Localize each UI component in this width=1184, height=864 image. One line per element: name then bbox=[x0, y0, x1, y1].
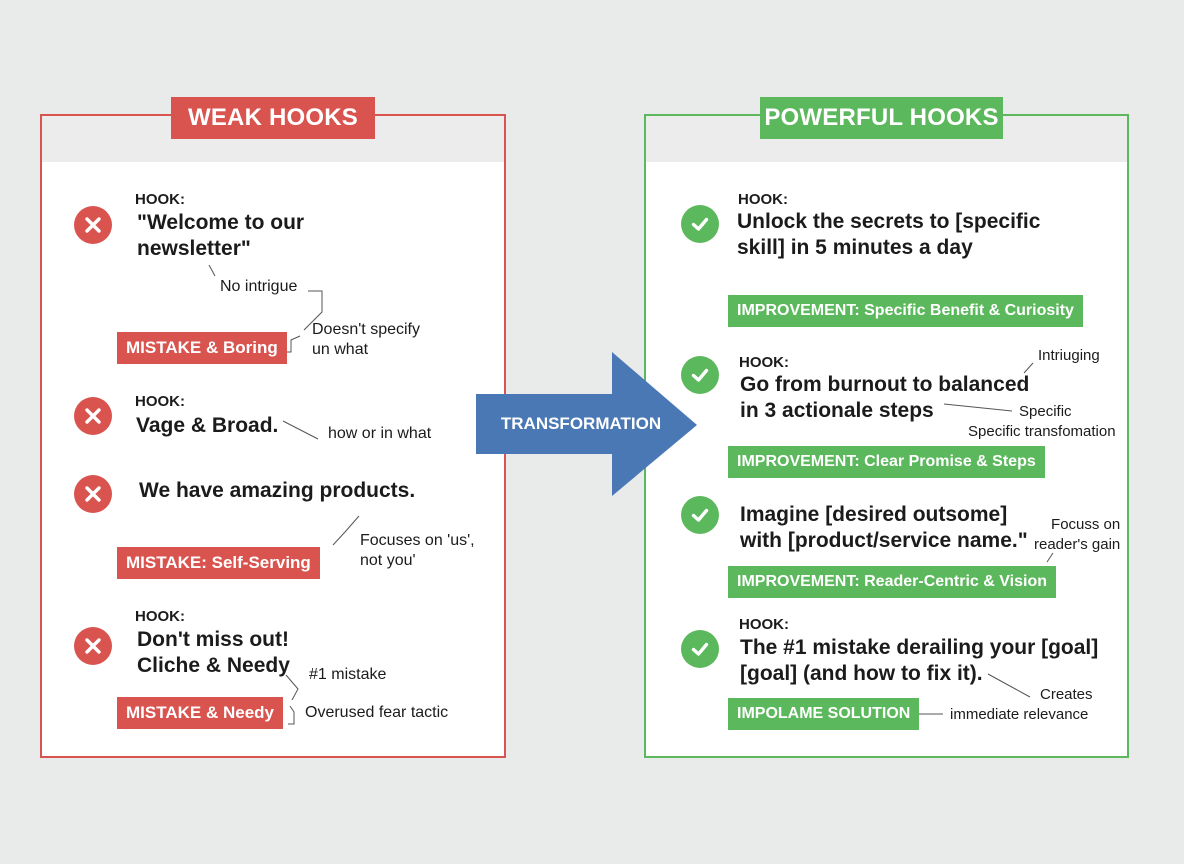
note-doesnt-specify: Doesn't specify un what bbox=[312, 321, 420, 358]
hook-label: HOOK: bbox=[135, 608, 185, 625]
x-circle-icon bbox=[74, 475, 112, 513]
note-intriguing: Intriuging bbox=[1038, 347, 1100, 364]
note-focus-on-gain: Focuss on reader's gain bbox=[1034, 516, 1121, 553]
check-circle-icon bbox=[681, 356, 719, 394]
improvement-badge: IMPROVEMENT: Clear Promise & Steps bbox=[728, 446, 1045, 478]
powerful-hooks-panel bbox=[644, 114, 1129, 758]
x-circle-icon bbox=[74, 627, 112, 665]
powerful-hook-text: Go from burnout to balanced in 3 actiona… bbox=[740, 373, 1030, 422]
powerful-hook-text: Imagine [desired outsome] with [product/… bbox=[740, 503, 1028, 552]
transformation-label: TRANSFORMATION bbox=[500, 414, 662, 433]
powerful-hook-text: Unlock the secrets to [specific skill] i… bbox=[737, 210, 1041, 259]
note-overused-fear: Overused fear tactic bbox=[305, 704, 449, 721]
note-number-one-mistake: #1 mistake bbox=[309, 666, 387, 683]
hook-label: HOOK: bbox=[739, 616, 789, 633]
x-circle-icon bbox=[74, 206, 112, 244]
weak-hook-text: We have amazing products. bbox=[139, 479, 416, 502]
note-no-intrigue: No intrigue bbox=[220, 278, 298, 295]
powerful-hooks-title: POWERFUL HOOKS bbox=[760, 97, 1003, 139]
check-circle-icon bbox=[681, 630, 719, 668]
right-arrow-icon bbox=[476, 352, 697, 496]
mistake-badge: MISTAKE & Needy bbox=[117, 697, 283, 729]
note-creates: Creates bbox=[1040, 686, 1093, 703]
note-focuses-on-us: Focuses on 'us', not you' bbox=[360, 532, 475, 569]
mistake-badge: MISTAKE & Boring bbox=[117, 332, 287, 364]
check-circle-icon bbox=[681, 496, 719, 534]
improvement-badge: IMPROVEMENT: Specific Benefit & Curiosit… bbox=[728, 295, 1083, 327]
weak-hook-text: "Welcome to our newsletter" bbox=[137, 211, 305, 260]
weak-hook-text: Vage & Broad. bbox=[136, 414, 279, 437]
note-how-or-in-what: how or in what bbox=[328, 425, 432, 442]
note-specific: Specific bbox=[1019, 403, 1072, 420]
weak-hook-text: Don't miss out! Cliche & Needy bbox=[137, 628, 290, 677]
hook-label: HOOK: bbox=[738, 191, 788, 208]
note-immediate-relevance: immediate relevance bbox=[950, 706, 1089, 723]
check-circle-icon bbox=[681, 205, 719, 243]
weak-hooks-title: WEAK HOOKS bbox=[171, 97, 375, 139]
powerful-hook-text: The #1 mistake derailing your [goal] [go… bbox=[740, 636, 1099, 685]
x-circle-icon bbox=[74, 397, 112, 435]
improvement-badge: IMPROVEMENT: Reader-Centric & Vision bbox=[728, 566, 1056, 598]
hook-label: HOOK: bbox=[135, 393, 185, 410]
note-specific-transformation: Specific transfomation bbox=[968, 423, 1116, 440]
hook-label: HOOK: bbox=[739, 354, 789, 371]
mistake-badge: MISTAKE: Self-Serving bbox=[117, 547, 320, 579]
solution-badge: IMPOLAME SOLUTION bbox=[728, 698, 920, 730]
hook-label: HOOK: bbox=[135, 191, 185, 208]
